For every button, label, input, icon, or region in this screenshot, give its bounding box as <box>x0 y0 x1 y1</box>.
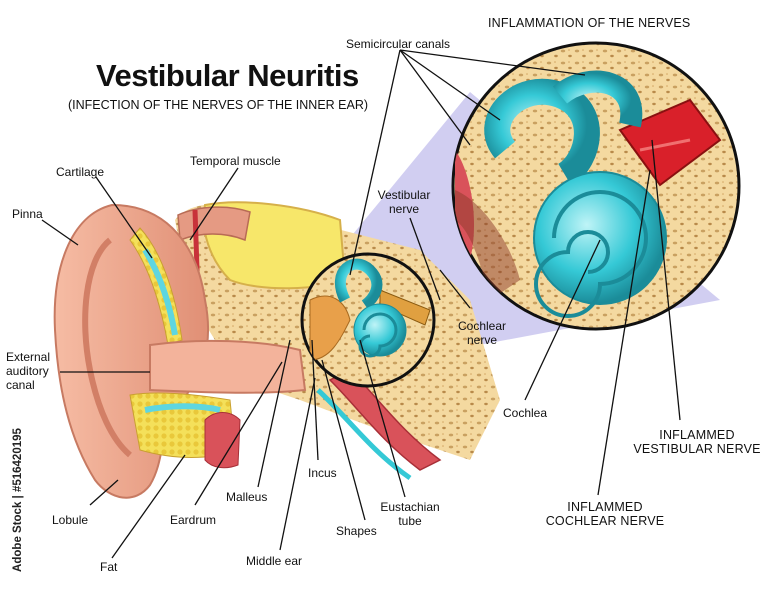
label-eardrum: Eardrum <box>170 513 216 527</box>
diagram-subtitle: (INFECTION OF THE NERVES OF THE INNER EA… <box>68 98 368 113</box>
label-inflamed-vestibular-nerve: INFLAMMED VESTIBULAR NERVE <box>632 428 762 456</box>
label-semicircular-canals: Semicircular canals <box>346 37 450 51</box>
label-external-auditory-canal: External auditory canal <box>6 350 50 392</box>
label-lobule: Lobule <box>52 513 88 527</box>
label-shapes: Shapes <box>336 524 377 538</box>
label-eustachian-tube: Eustachian tube <box>374 500 446 528</box>
label-pinna: Pinna <box>12 207 43 221</box>
label-fat: Fat <box>100 560 117 574</box>
label-incus: Incus <box>308 466 337 480</box>
inset-title: INFLAMMATION OF THE NERVES <box>488 16 690 30</box>
label-cartilage: Cartilage <box>56 165 104 179</box>
label-cochlea: Cochlea <box>503 406 547 420</box>
label-middle-ear: Middle ear <box>246 554 302 568</box>
external-auditory-canal-shape <box>150 341 305 393</box>
label-vestibular-nerve: Vestibular nerve <box>372 188 436 216</box>
label-temporal-muscle: Temporal muscle <box>190 154 281 168</box>
watermark-text: Adobe Stock | #516420195 <box>12 420 24 580</box>
diagram-title: Vestibular Neuritis <box>96 58 359 94</box>
label-inflamed-cochlear-nerve: INFLAMMED COCHLEAR NERVE <box>540 500 670 528</box>
label-cochlear-nerve: Cochlear nerve <box>450 319 514 347</box>
label-malleus: Malleus <box>226 490 267 504</box>
